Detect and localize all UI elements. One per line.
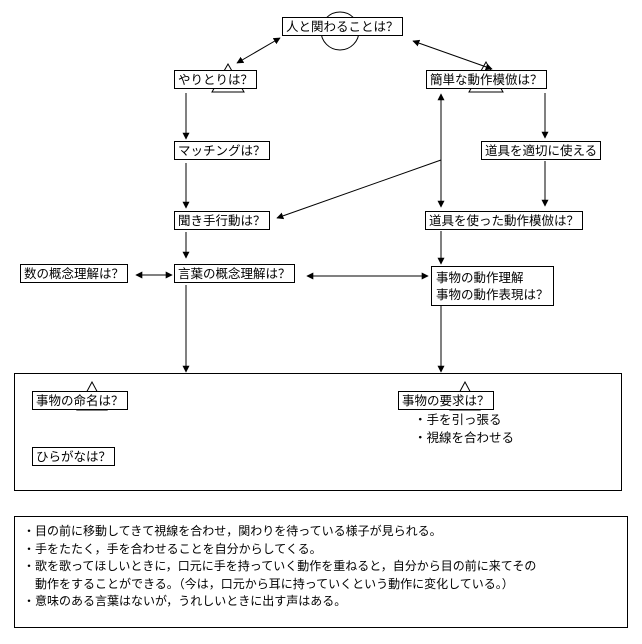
note-line-5: ・意味のある言葉はないが，うれしいときに出す声はある。 bbox=[23, 594, 347, 608]
node-kazu: 数の概念理解は？ bbox=[20, 264, 129, 283]
node-yaritori: やりとりは？ bbox=[174, 70, 258, 89]
note-line-1: ・目の前に移動してきて視線を合わせ，関わりを待っている様子が見られる。 bbox=[23, 524, 442, 538]
outcome-frame bbox=[14, 373, 622, 491]
arrow-top-dousa bbox=[412, 39, 493, 71]
node-dougu-mohou: 道具を使った動作模倣は？ bbox=[425, 211, 584, 230]
node-matching: マッチングは？ bbox=[174, 141, 270, 160]
jibutsu-line-1: 事物の動作理解 bbox=[436, 270, 524, 285]
node-meimei: 事物の命名は？ bbox=[32, 391, 128, 410]
jibutsu-line-2: 事物の動作表現は？ bbox=[436, 287, 549, 302]
node-dougu-tekisetsu: 道具を適切に使える bbox=[481, 141, 602, 160]
node-hiragana: ひらがなは？ bbox=[32, 447, 116, 466]
note-line-3: ・歌を歌ってほしいときに，口元に手を持っていく動作を重ねると，自分から目の前に来… bbox=[23, 559, 537, 573]
notes-box: ・目の前に移動してきて視線を合わせ，関わりを待っている様子が見られる。 ・手をた… bbox=[14, 516, 628, 628]
node-kotoba: 言葉の概念理解は？ bbox=[174, 264, 295, 283]
node-top: 人と関わることは？ bbox=[282, 17, 403, 36]
node-dousa-mohou: 簡単な動作模倣は？ bbox=[426, 70, 547, 89]
node-youkyuu: 事物の要求は？ bbox=[398, 391, 494, 410]
youkyuu-item-1: ・手を引っ張る bbox=[414, 412, 502, 427]
youkyuu-item-2: ・視線を合わせる bbox=[414, 430, 515, 445]
node-jibutsu-dousa: 事物の動作理解 事物の動作表現は？ bbox=[431, 266, 554, 306]
note-line-2: ・手をたたく，手を合わせることを自分からしてくる。 bbox=[23, 541, 322, 556]
note-line-4: 動作をすることができる。（今は，口元から耳に持っていくという動作に変化している。… bbox=[35, 576, 514, 591]
node-kikite: 聞き手行動は？ bbox=[174, 211, 270, 230]
arrow-top-yaritori bbox=[236, 37, 281, 64]
arrow-to-kikite bbox=[276, 159, 442, 220]
